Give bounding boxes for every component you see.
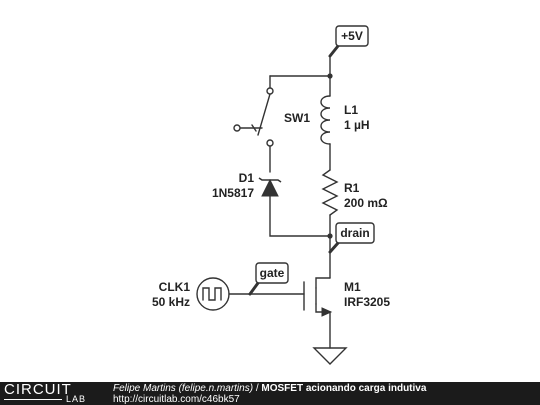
net-tag-gate: gate	[248, 262, 289, 296]
wire-diode-to-drain	[269, 195, 331, 237]
circuit-schematic: +5V drain gate L1 1 µH R1 200 mΩ SW1 D1 …	[152, 25, 390, 365]
switch-ref: SW1	[284, 111, 310, 125]
switch-terminal-bottom	[266, 139, 274, 147]
clock-value: 50 kHz	[152, 295, 190, 309]
circuit-title: MOSFET acionando carga indutiva	[261, 383, 427, 394]
mosfet-arrow	[321, 307, 333, 317]
clock-square-wave	[202, 287, 222, 301]
diode-cathode-bar	[258, 177, 282, 183]
mosfet-ref: M1	[344, 280, 361, 294]
clock-ref: CLK1	[159, 280, 191, 294]
author-name: Felipe Martins (felipe.n.martins)	[113, 383, 254, 394]
footer-credit: Felipe Martins (felipe.n.martins) / MOSF…	[113, 383, 426, 394]
net-label-gate: gate	[260, 266, 285, 280]
mosfet-drain-lead	[315, 277, 331, 289]
logo-underline	[4, 399, 62, 400]
switch-blade	[257, 93, 271, 136]
junction-drain	[327, 233, 333, 239]
footer-bar: CIRCUIT LAB Felipe Martins (felipe.n.mar…	[0, 382, 540, 405]
switch-terminal-top	[266, 87, 274, 95]
credit-separator: /	[253, 383, 262, 394]
diode-triangle	[261, 178, 279, 197]
clock-source-circle	[196, 277, 230, 311]
ground-symbol	[312, 347, 348, 365]
switch-actuator-mark	[251, 124, 257, 132]
circuit-url-link[interactable]: http://circuitlab.com/c46bk57	[113, 394, 240, 405]
inductor-value: 1 µH	[344, 118, 370, 132]
diode-value: 1N5817	[212, 186, 254, 200]
net-label-vcc: +5V	[341, 29, 363, 43]
logo-text-bottom: LAB	[66, 394, 87, 404]
circuitlab-logo: CIRCUIT LAB	[4, 382, 104, 405]
junction-top	[327, 73, 333, 79]
logo-text-top: CIRCUIT	[4, 381, 72, 398]
diode-ref: D1	[239, 171, 255, 185]
inductor-coil	[320, 95, 331, 145]
resistor-zigzag	[321, 169, 339, 216]
resistor-value: 200 mΩ	[344, 196, 388, 210]
mosfet-value: IRF3205	[344, 295, 390, 309]
resistor-ref: R1	[344, 181, 360, 195]
net-tag-vcc: +5V	[328, 25, 369, 58]
switch-actuator-end	[233, 124, 241, 132]
inductor-ref: L1	[344, 103, 358, 117]
net-tag-drain: drain	[328, 222, 375, 254]
net-label-drain: drain	[340, 226, 369, 240]
